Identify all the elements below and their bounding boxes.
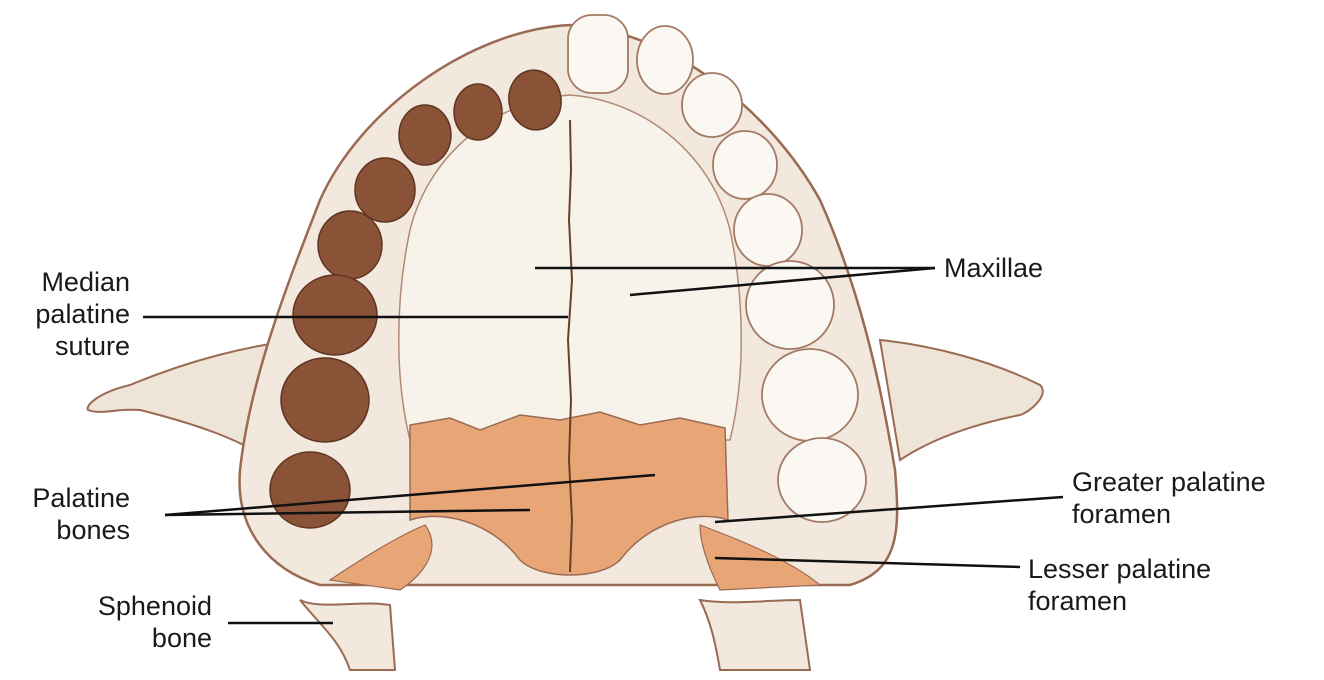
label-greater-palatine-foramen: Greater palatine foramen bbox=[1072, 466, 1266, 530]
label-palatine-bones: Palatine bones bbox=[0, 482, 130, 546]
label-maxillae: Maxillae bbox=[944, 252, 1043, 284]
sphenoid-wing-right bbox=[880, 340, 1043, 460]
label-median-palatine-suture: Median palatine suture bbox=[0, 266, 130, 362]
label-sphenoid-bone: Sphenoid bone bbox=[0, 590, 212, 654]
pterygoid-right bbox=[700, 600, 810, 670]
pterygoid-left bbox=[300, 600, 395, 670]
label-lesser-palatine-foramen: Lesser palatine foramen bbox=[1028, 553, 1211, 617]
